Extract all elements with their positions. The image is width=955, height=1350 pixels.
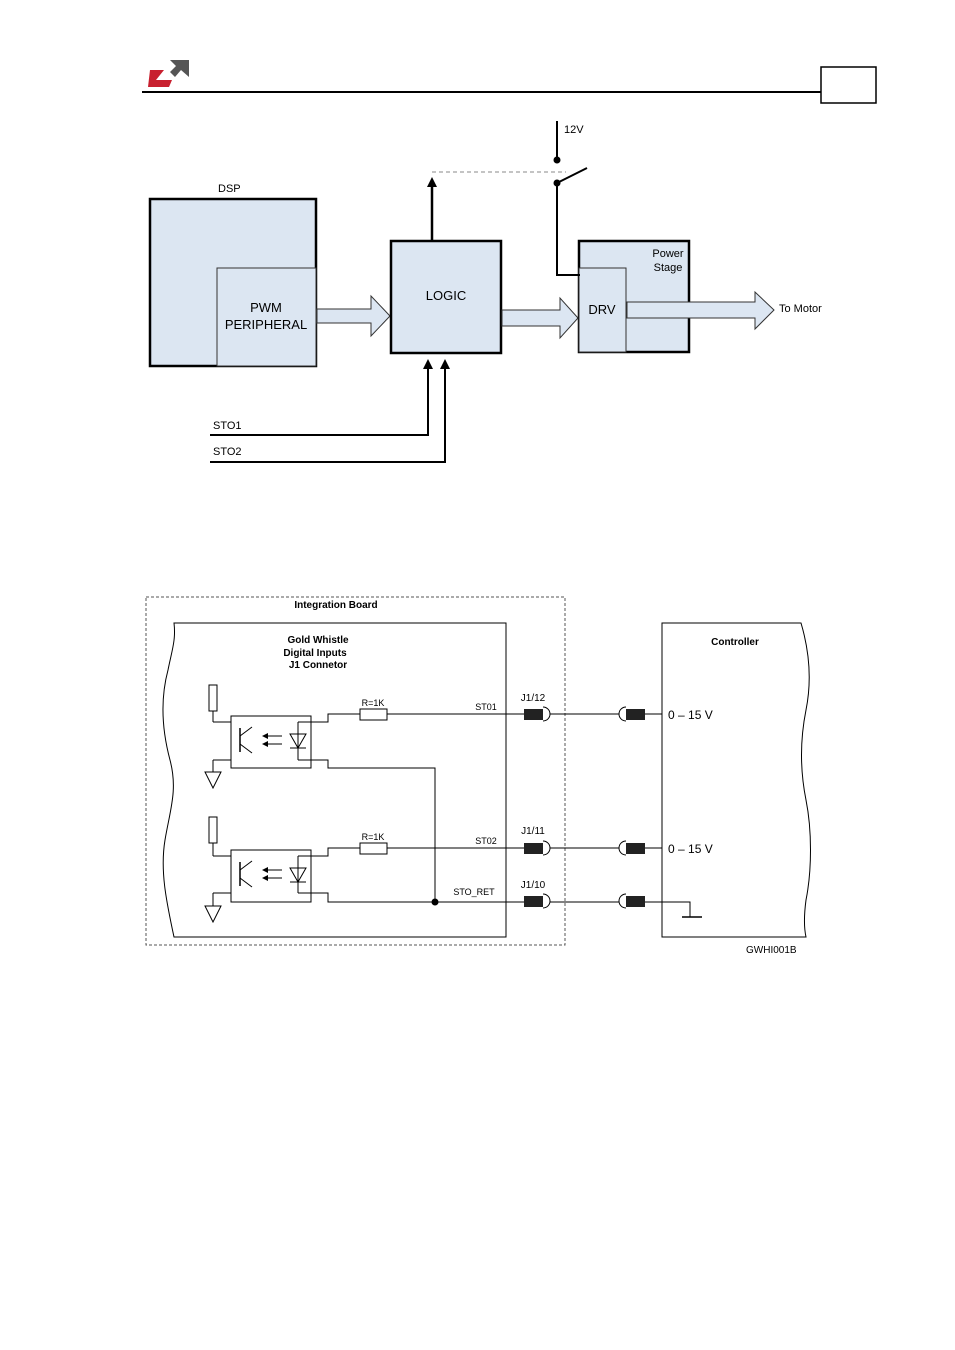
pin-j1-11-label: J1/11 — [521, 826, 545, 837]
gw-title-2: Digital Inputs — [283, 648, 347, 659]
logic-to-drv-arrow — [502, 298, 578, 338]
sto-block-diagram: DSP PWM PERIPHERAL LOGIC Power Stage DRV… — [150, 121, 822, 462]
resistor-1 — [360, 709, 387, 720]
sto-ret-label: STO_RET — [453, 887, 495, 897]
drv-label: DRV — [588, 302, 616, 317]
supply-label: 12V — [564, 124, 584, 136]
pin-j1-12-board — [524, 709, 543, 720]
pin-j1-10-board — [524, 896, 543, 907]
pin-j1-12-label: J1/12 — [521, 693, 546, 704]
controller-label: Controller — [711, 637, 759, 648]
page-number-box — [821, 67, 876, 103]
pwm-to-logic-arrow — [317, 296, 390, 336]
sto2-line — [210, 364, 445, 462]
power-stage-label-1: Power — [652, 248, 684, 260]
switch-top-contact — [554, 157, 561, 164]
pin-j1-12-socket — [543, 707, 550, 721]
ctrl-pin-1-socket — [619, 707, 626, 721]
pin-j1-10-label: J1/10 — [521, 880, 546, 891]
to-motor-label: To Motor — [779, 303, 822, 315]
voltage-2-label: 0 – 15 V — [668, 842, 713, 856]
switch-blade — [557, 168, 587, 183]
resistor-2 — [360, 843, 387, 854]
pwm-label: PWM — [250, 300, 282, 315]
st02-label: ST02 — [475, 836, 497, 846]
pin-j1-11-board — [524, 843, 543, 854]
resistor-2-label: R=1K — [362, 832, 385, 842]
supply-to-power-stage-line — [557, 183, 580, 275]
sto1-line — [210, 364, 428, 435]
figure-code: GWHI001B — [746, 945, 797, 956]
controller-block — [662, 623, 811, 937]
power-stage-label-2: Stage — [654, 262, 683, 274]
resistor-1-label: R=1K — [362, 698, 385, 708]
st01-label: ST01 — [475, 702, 497, 712]
gw-title-3: J1 Connetor — [289, 660, 347, 671]
sto1-label: STO1 — [213, 420, 242, 432]
sto2-label: STO2 — [213, 446, 242, 458]
pin-j1-10-socket — [543, 894, 550, 908]
ctrl-pin-3 — [626, 896, 645, 907]
gw-title-1: Gold Whistle — [287, 635, 349, 646]
return-junction-dot — [432, 899, 439, 906]
company-logo-icon — [148, 60, 189, 87]
voltage-1-label: 0 – 15 V — [668, 708, 713, 722]
ctrl-pin-3-socket — [619, 894, 626, 908]
ctrl-pin-2 — [626, 843, 645, 854]
integration-wiring-diagram: Integration Board Gold Whistle Digital I… — [146, 597, 811, 956]
ctrl-pin-2-socket — [619, 841, 626, 855]
dsp-label: DSP — [218, 183, 241, 195]
pin-j1-11-socket — [543, 841, 550, 855]
logic-label: LOGIC — [426, 288, 466, 303]
peripheral-label: PERIPHERAL — [225, 317, 307, 332]
ctrl-pin-1 — [626, 709, 645, 720]
integration-board-label: Integration Board — [294, 600, 377, 611]
